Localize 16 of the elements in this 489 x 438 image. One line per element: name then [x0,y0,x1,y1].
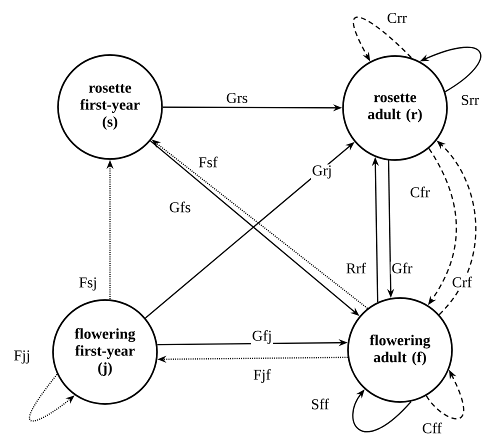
edge-label: Gfr [390,262,414,274]
edge-label: Grs [225,92,249,104]
edge-label: Crf [451,276,473,288]
edge-label: Gfs [168,200,192,214]
edge-label: Cfr [409,186,431,198]
edge-label: Srr [460,94,480,106]
edge-label: Sff [310,398,330,410]
edge-label: Crr [386,12,408,24]
edge-label: Fsj [78,276,98,292]
edge-label: Fjf [252,368,272,384]
edge-label: Fjj [12,349,32,365]
edge-label: Grj [311,164,333,180]
edge-label: Cff [421,422,443,434]
edge-label: Fsf [197,156,219,168]
edge-label: Rrf [345,262,367,274]
edge-label: Gfj [251,329,273,345]
